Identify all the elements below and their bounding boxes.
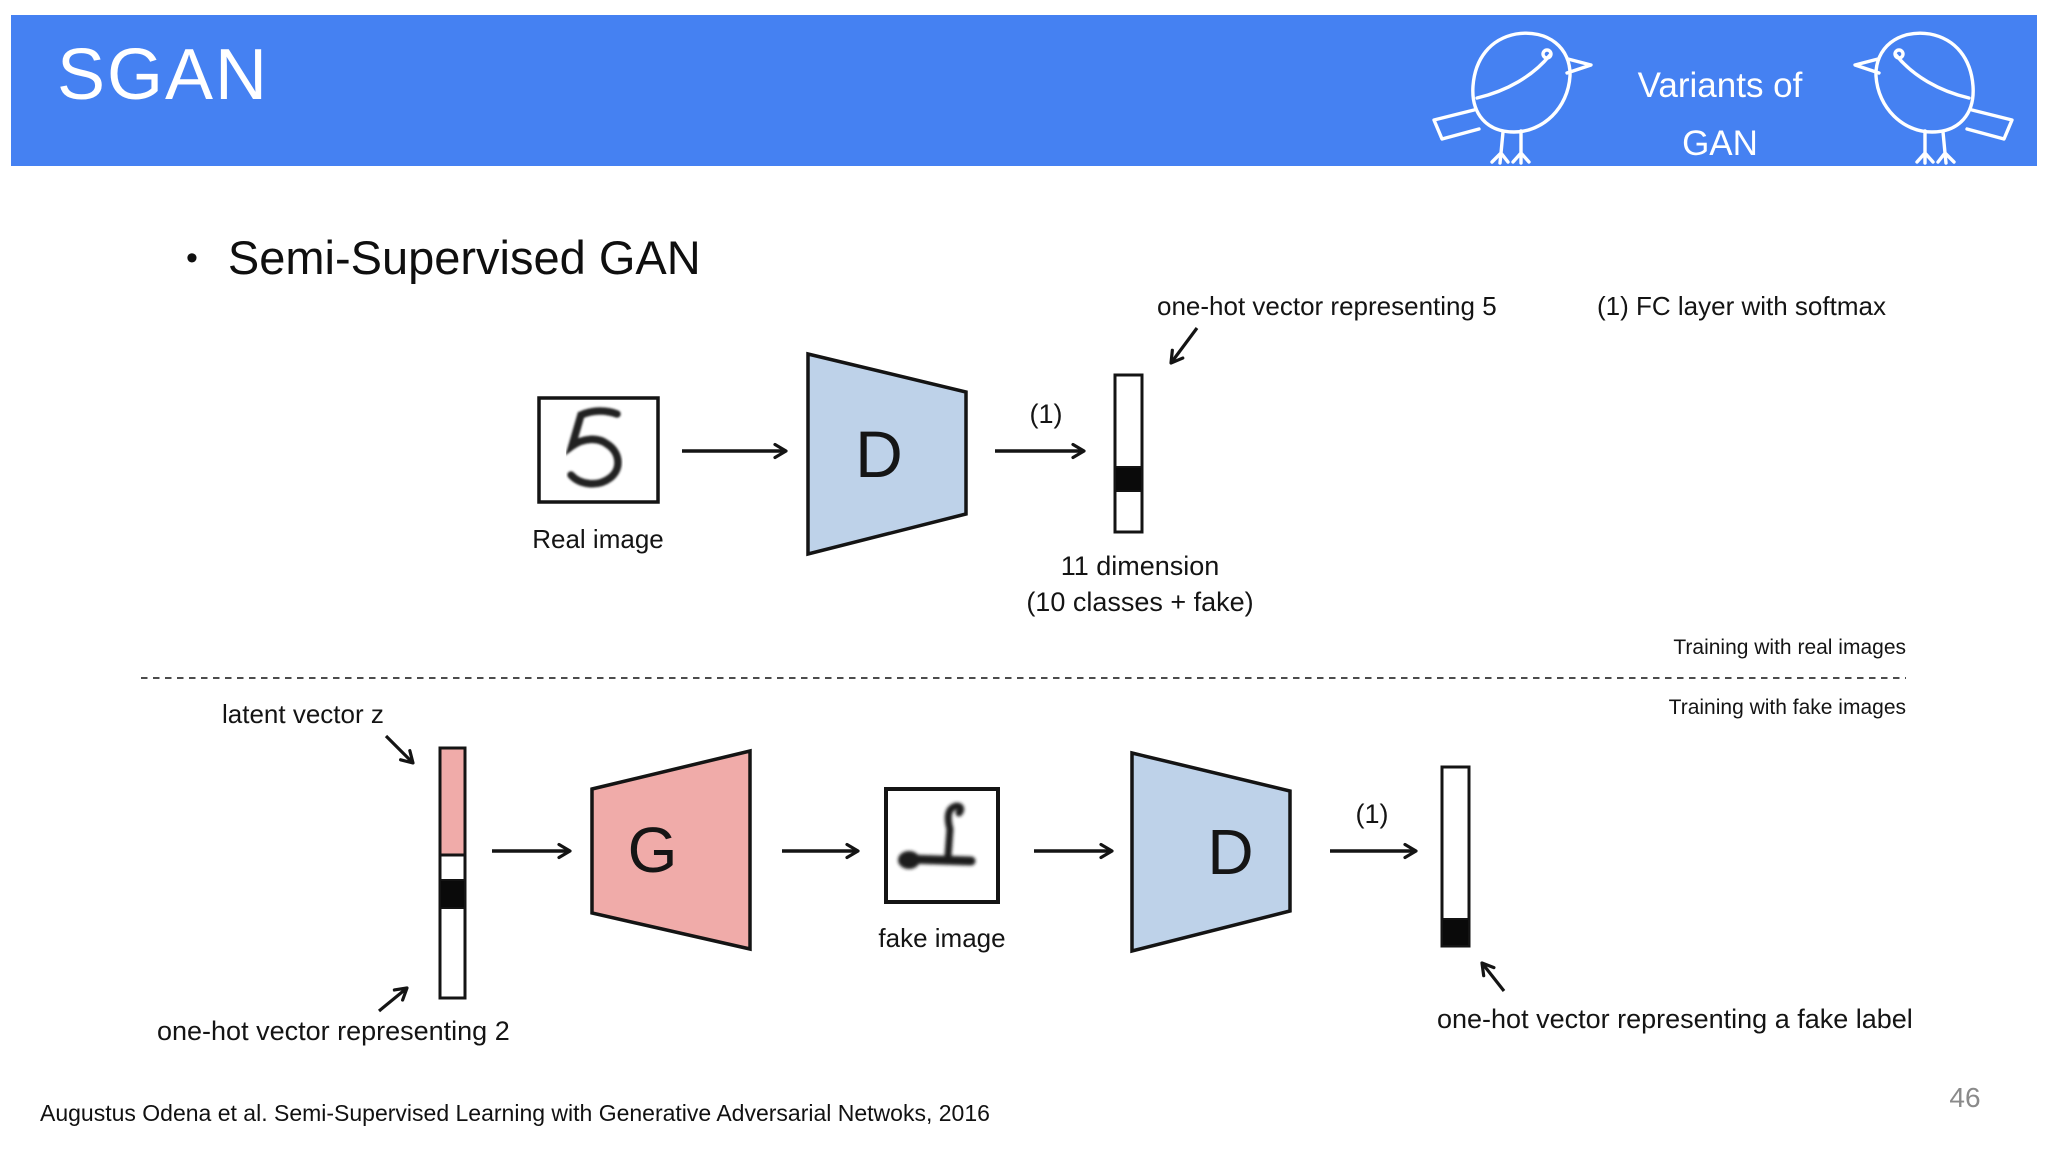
arrow-fake-onehot-callout <box>1480 961 1506 992</box>
training-real-label: Training with real images <box>1673 636 1906 659</box>
bird-wing <box>1894 53 1971 100</box>
bird-legs <box>1490 129 1531 165</box>
bird-icon <box>1853 31 2014 165</box>
bird-legs <box>1915 129 1956 165</box>
generator-trapezoid <box>590 748 752 952</box>
onehot-vector-5 <box>1113 373 1144 534</box>
onehot-fake-callout-label: one-hot vector representing a fake label <box>1437 1004 1913 1034</box>
digit-5 <box>565 407 622 488</box>
bird-tail <box>1965 108 2014 141</box>
slide-heading: • Semi-Supervised GAN <box>186 230 701 286</box>
bird-beak <box>1565 57 1593 75</box>
fake-image-label: fake image <box>878 923 1006 953</box>
latent-vector-label: latent vector z <box>222 699 384 729</box>
onehot-vector-fake-hot-cell <box>1441 918 1470 947</box>
dimension-label-line1: 11 dimension <box>1060 551 1220 581</box>
arrow-latent-callout <box>384 734 415 765</box>
discriminator-letter-bottom: D <box>1207 816 1254 888</box>
bullet-glyph: • <box>186 239 198 277</box>
training-fake-label: Training with fake images <box>1668 696 1906 719</box>
bird-tail <box>1432 108 1481 141</box>
arrow-onehot2-callout <box>377 986 409 1013</box>
discriminator-letter-top: D <box>855 417 903 491</box>
bird-body <box>1874 31 1975 134</box>
discriminator-trapezoid-bottom <box>1130 750 1292 954</box>
bird-wing <box>1475 53 1552 100</box>
slide-heading-text: Semi-Supervised GAN <box>227 231 701 284</box>
fake-image-box <box>884 787 1000 904</box>
fake-digit <box>898 802 976 869</box>
page-title: SGAN <box>57 35 270 115</box>
bird-beak <box>1853 57 1881 75</box>
input-vector-hot-cell <box>439 879 466 909</box>
citation: Augustus Odena et al. Semi-Supervised Le… <box>40 1100 990 1126</box>
real-image-label: Real image <box>532 524 664 554</box>
generator-letter: G <box>627 814 678 886</box>
discriminator-trapezoid-top <box>806 351 968 557</box>
fc-arrow-note-bottom: (1) <box>1355 799 1389 829</box>
bird-body <box>1471 31 1572 134</box>
page-number: 46 <box>1949 1082 1981 1113</box>
arrow-onehot5-callout <box>1169 327 1199 365</box>
badge-line-1: Variants of <box>1637 66 1803 105</box>
input-vector-latent-part <box>438 746 467 857</box>
fc-arrow-note-top: (1) <box>1029 399 1063 429</box>
header-bar: SGAN Variants of GAN <box>11 15 2037 166</box>
onehot5-callout-label: one-hot vector representing 5 <box>1157 291 1497 321</box>
variants-of-gan-badge: Variants of GAN <box>1600 57 1840 173</box>
badge-line-2: GAN <box>1682 124 1758 163</box>
dimension-label-line2: (10 classes + fake) <box>1026 587 1254 617</box>
bird-icon <box>1432 31 1593 165</box>
onehot-vector-5-hot-cell <box>1114 466 1143 492</box>
fc-layer-note: (1) FC layer with softmax <box>1597 291 1886 321</box>
onehot2-callout-label: one-hot vector representing 2 <box>157 1016 510 1046</box>
